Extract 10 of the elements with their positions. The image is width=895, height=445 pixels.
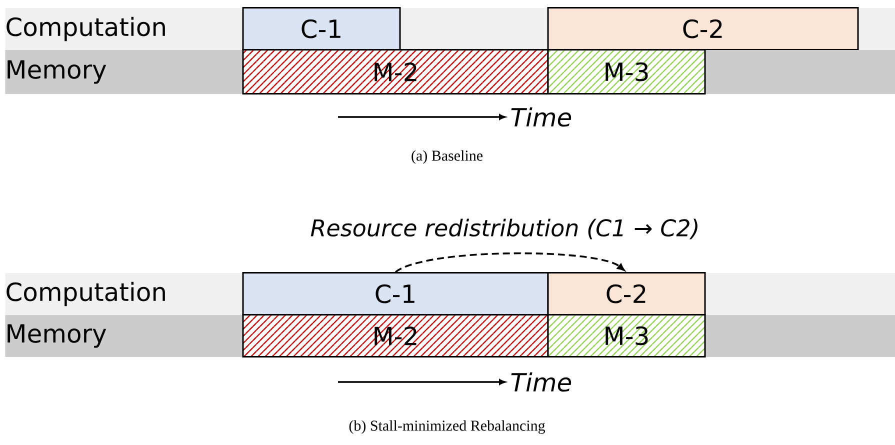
arrow <box>395 252 625 273</box>
axis-label: Time <box>511 107 572 127</box>
axis-label: Time <box>511 372 572 392</box>
task-bar: C-1 <box>242 7 401 51</box>
task-bar: C-1 <box>242 272 549 316</box>
caption: (a) Baseline <box>412 150 482 164</box>
edge-label: Resource redistribution (C1 → C2) <box>310 218 698 240</box>
task-bar: C-2 <box>547 272 706 316</box>
caption: (b) Stall-minimized Rebalancing <box>349 420 546 434</box>
task-bar: C-2 <box>547 7 859 51</box>
